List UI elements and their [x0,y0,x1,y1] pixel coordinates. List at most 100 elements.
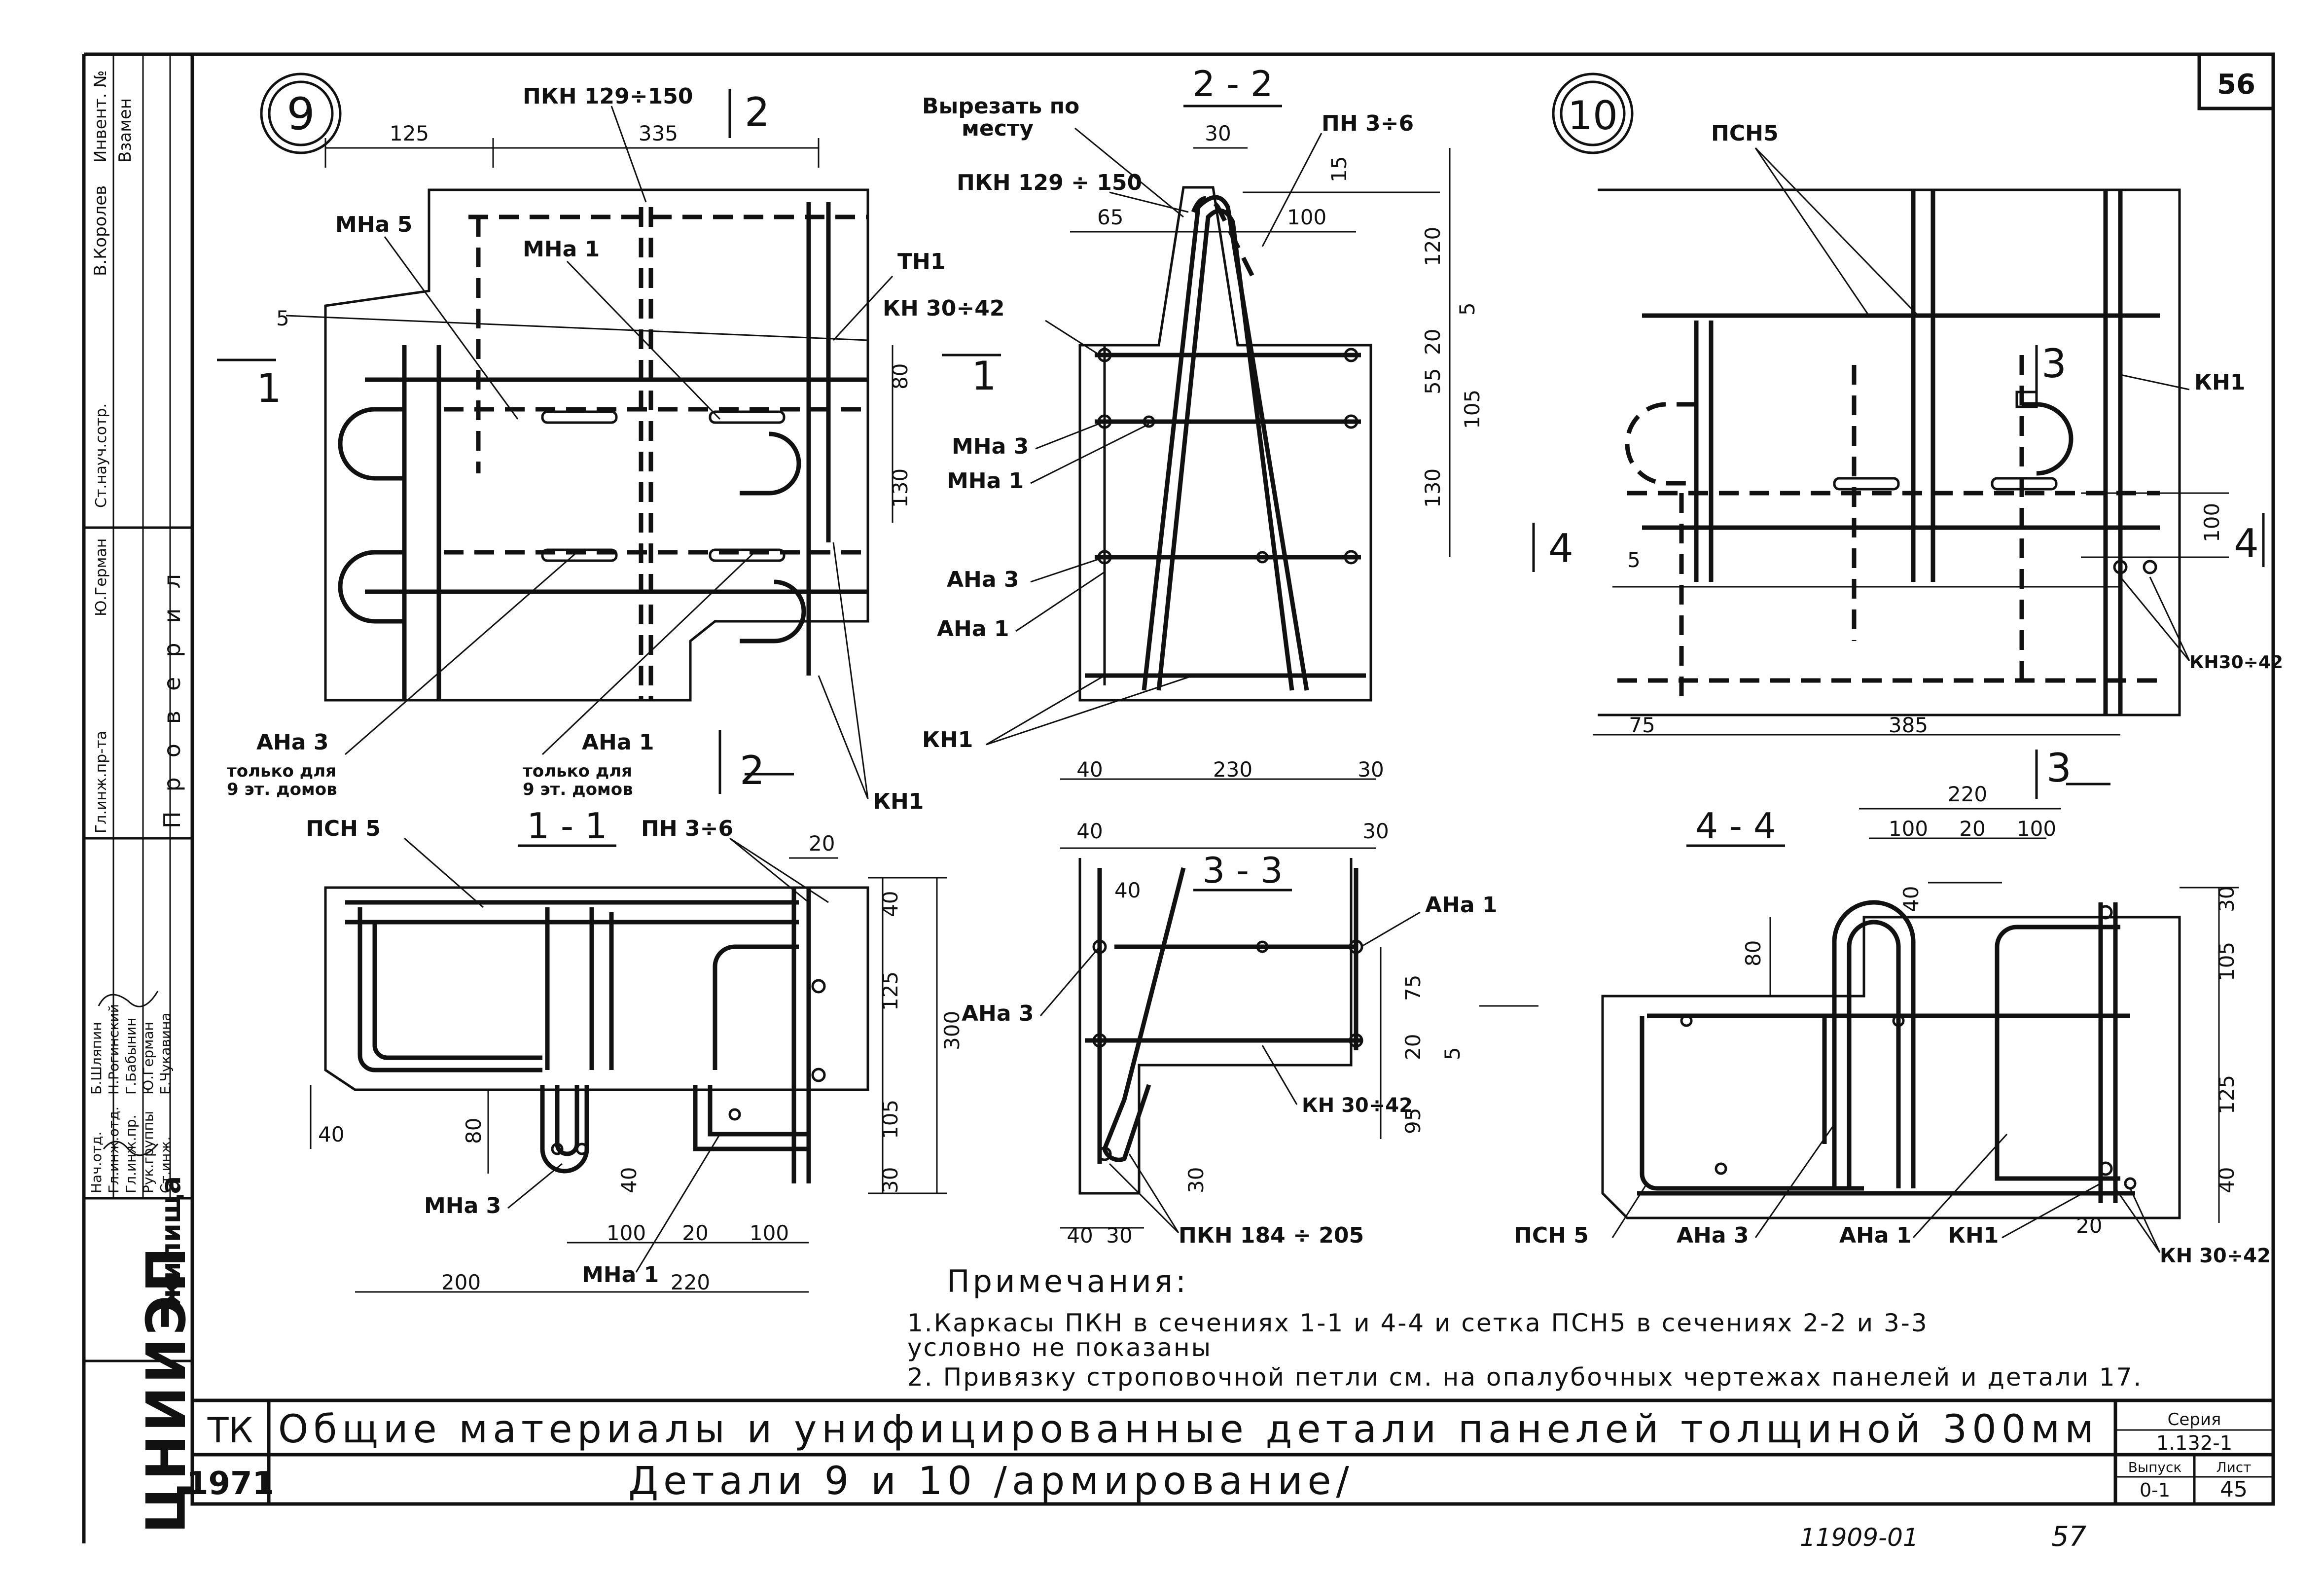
sheet-number: 56 [2217,69,2255,101]
sheet-frame [190,52,2275,1506]
dim-100-44a: 100 [1889,817,1928,841]
org-logo: ЦНИИЭП [135,1244,198,1534]
dim-30-33c: 30 [1106,1223,1132,1248]
detail-9-outline [324,188,869,702]
dim-130: 130 [888,468,912,508]
detail-10-badge [1552,72,1634,154]
st-inzh: Ст.инж. [157,1137,174,1193]
notes: Примечания: 1.Каркасы ПКН в сечениях 1-1… [907,1263,2141,1392]
section-1-1: 1 - 1 ПСН 5 ПН 3÷6 20 40 125 300 105 30 [306,805,964,1294]
dim-105-11: 105 [878,1100,902,1139]
chukavina: Е.Чукавина [157,1012,174,1095]
label-kn1-22: КН1 [922,727,973,752]
label-mna1: МНа 1 [523,237,600,262]
dim-65: 65 [1097,205,1123,229]
dim-120: 120 [1421,227,1445,266]
label-ana3-44: АНа 3 [1677,1223,1749,1248]
section-1-mid: 1 [971,353,997,399]
section-4-4: 4 - 4 220 100 20 100 30 105 125 40 40 80… [1479,782,2271,1267]
section-3-top: 3 [2041,341,2067,387]
gl-inzh-pr2: Гл.инж.пр. [123,1115,139,1193]
section-2-2: 2 - 2 Вырезать по месту ПН 3÷6 ПКН 129 ÷… [883,63,1484,782]
dim-30-33: 30 [1362,819,1389,843]
dim-300: 300 [940,1011,964,1050]
dim-5-33: 5 [1440,1047,1465,1060]
dim-40-33c: 40 [1067,1223,1093,1248]
dim-80-11: 80 [462,1118,486,1144]
dim-40-33: 40 [1076,819,1103,843]
label-kn1-10: КН1 [2194,370,2245,395]
series-value: 1.132-1 [2156,1432,2232,1455]
dim-5-10: 5 [1627,548,1641,572]
dim-95: 95 [1401,1108,1425,1134]
dim-220-44: 220 [1948,782,1987,806]
st-nauch-label: Ст.науч.сотр. [93,403,110,508]
dim-100: 100 [1287,205,1326,229]
section-11-title: 1 - 1 [527,805,607,847]
dim-230: 230 [1213,757,1252,782]
dim-100-10: 100 [2200,503,2224,542]
section-4-left: 4 [1548,526,1573,572]
dim-5-22: 5 [1455,302,1479,316]
dim-100-11b: 100 [750,1221,789,1245]
label-mna1-11: МНа 1 [582,1262,659,1287]
section-3-3: 3 - 3 40 30 40 АНа 1 АНа 3 75 20 5 КН 30… [962,819,1498,1248]
dim-40-33b: 40 [1114,878,1141,902]
dim-20-44: 20 [1959,817,1985,841]
ana1-note-1: только для [523,761,632,781]
section-33-title: 3 - 3 [1202,850,1283,891]
dim-20-33: 20 [1401,1034,1425,1060]
section-4-right: 4 [2234,521,2259,567]
section-2-top: 2 [745,89,770,135]
label-kn30-10: КН30÷42 [2189,652,2283,673]
vzamen-label: Взамен [115,98,135,163]
dim-40-11: 40 [878,891,902,917]
german2: Ю.Герман [140,1022,156,1095]
proveril-label: Проверил [159,554,185,828]
detail-9-number: 9 [286,88,315,140]
sheet-value: 45 [2220,1477,2248,1502]
label-mna3: МНа 3 [952,434,1029,459]
label-mna3-11: МНа 3 [424,1193,501,1218]
section-11-outline [324,886,869,1091]
ana3-note-2: 9 эт. домов [227,780,337,799]
dim-40-11b: 40 [318,1122,344,1146]
sheet-label: Лист [2217,1459,2252,1475]
section-2-bottom: 2 [740,748,765,793]
inv-label: Инвент. № [91,70,110,163]
label-ana1-44: АНа 1 [1839,1223,1912,1248]
korolev-name: В.Королев [91,185,110,276]
babynin: Г.Бабынин [123,1017,139,1095]
dim-30-22b: 30 [1358,757,1384,782]
german1-name: Ю.Герман [93,538,110,616]
dim-220-11: 220 [671,1270,710,1294]
dim-20-11b: 20 [682,1221,708,1245]
label-pkn-22: ПКН 129 ÷ 150 [957,170,1142,195]
dim-30-33b: 30 [1184,1167,1208,1193]
detail-10-outline [1598,188,2181,716]
dim-335: 335 [639,121,678,145]
label-pn-11: ПН 3÷6 [641,816,733,841]
dim-5: 5 [276,306,289,330]
tk-label: ТК [207,1410,253,1451]
ana3-note-1: только для [227,761,336,781]
ana1-note-2: 9 эт. домов [523,780,633,799]
dim-30-44: 30 [2215,886,2239,912]
dim-40-22: 40 [1076,757,1103,782]
label-pn: ПН 3÷6 [1322,111,1414,136]
dim-15: 15 [1327,156,1351,182]
detail-9-badge [260,72,342,154]
dim-200: 200 [441,1270,481,1294]
label-psn5-11: ПСН 5 [306,816,381,841]
label-ana1: АНа 1 [582,730,654,755]
dim-80: 80 [888,363,912,390]
signature-mark-2 [103,1141,159,1156]
label-ana1-22: АНа 1 [937,616,1009,642]
detail-9: 9 125 335 ПКН 129÷150 2 М [217,72,945,814]
section-44-outline [1601,916,2181,1219]
label-ana1-33: АНа 1 [1425,893,1498,918]
dim-55: 55 [1421,368,1445,394]
dim-105-44: 105 [2215,942,2239,981]
section-33-outline [1078,858,1353,1195]
issue-value: 0-1 [2140,1479,2170,1501]
